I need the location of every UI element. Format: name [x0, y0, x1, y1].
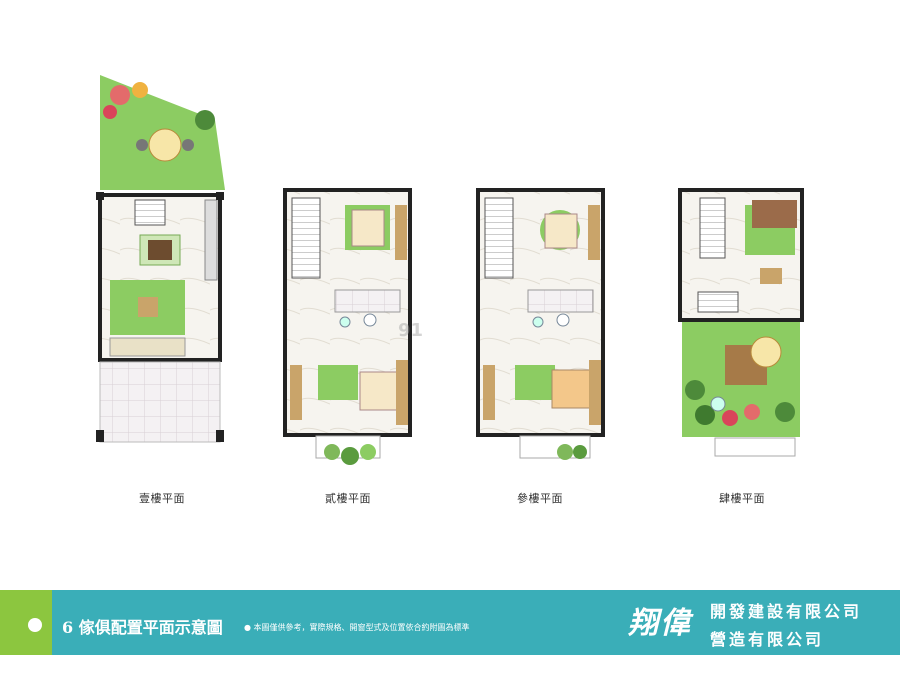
floor-3-label: 參樓平面: [517, 492, 563, 505]
brand-company-line-1: 開發建設有限公司: [710, 602, 863, 621]
floor-2-plan: [283, 188, 412, 465]
floor-4-plan: [678, 188, 804, 457]
brand-company-line-2: 營造有限公司: [710, 630, 825, 649]
floor-1-label: 壹樓平面: [139, 492, 185, 505]
floor-1-courtyard: [99, 361, 221, 443]
garden-table: [148, 128, 182, 162]
footer-banner: [0, 590, 900, 655]
floor-4-label: 肆樓平面: [719, 492, 765, 505]
watermark-text: 91: [398, 320, 424, 341]
floor-2-label: 貳樓平面: [325, 492, 371, 505]
brand-logo: 翔偉: [628, 606, 692, 641]
bullet-icon: [28, 618, 42, 632]
floor-1-plan: [96, 75, 225, 443]
footer-disclaimer: ● 本圖僅供參考，實際規格、開窗型式及位置依合約附圖為標準: [244, 623, 470, 632]
floor-3-plan: [476, 188, 605, 460]
footer-title: 6 傢俱配置平面示意圖: [62, 618, 223, 637]
floor-plans-drawing: [96, 75, 804, 465]
footer-accent-bar: [0, 590, 52, 655]
